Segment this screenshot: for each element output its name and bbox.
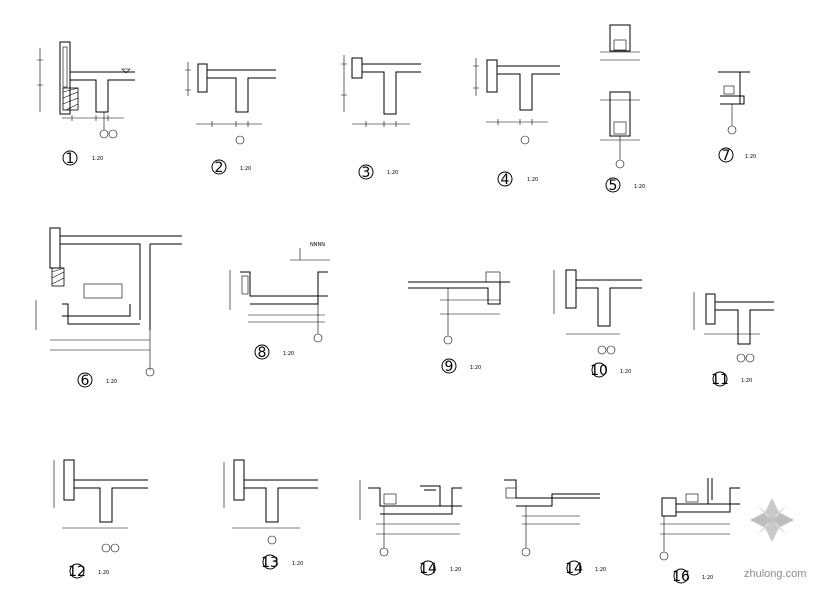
detail-8-number: 8 <box>258 345 267 361</box>
detail-3-label: 3 1:20 <box>358 164 398 181</box>
detail-16-drawing <box>659 478 740 561</box>
detail-13-number: 13 <box>261 555 279 571</box>
detail-13-scale: 1:20 <box>292 561 303 567</box>
detail-4-label: 4 1:20 <box>497 171 538 188</box>
detail-13-label: 13 1:20 <box>261 554 303 571</box>
detail-6-label: 6 1:20 <box>77 372 117 389</box>
watermark-text: zhulong.com <box>744 568 806 580</box>
detail-11-number: 11 <box>711 372 729 388</box>
detail-14b-drawing <box>504 479 600 557</box>
detail-12-number: 12 <box>68 564 86 580</box>
detail-4-number: 4 <box>501 172 510 188</box>
detail-14b-label: 14 1:20 <box>565 560 606 577</box>
detail-13-drawing <box>223 459 318 545</box>
detail-12-label: 12 1:20 <box>68 563 109 580</box>
detail-2-drawing <box>185 62 276 145</box>
detail-16-number: 16 <box>672 569 690 585</box>
detail-12-scale: 1:20 <box>98 570 109 576</box>
detail-2-label: 2 1:20 <box>211 159 251 176</box>
detail-2-scale: 1:20 <box>240 166 251 172</box>
detail-14a-label: 14 1:20 <box>419 560 461 577</box>
detail-7-label: 7 1:20 <box>718 147 756 164</box>
detail-14b-number: 14 <box>565 561 583 577</box>
detail-10-number: 10 <box>590 363 608 379</box>
detail-8-label: 8 1:20 <box>254 344 294 361</box>
detail-9-number: 9 <box>445 359 454 375</box>
detail-10-drawing <box>553 269 642 355</box>
detail-7-drawing <box>718 71 750 135</box>
detail-9-label: 9 1:20 <box>441 358 481 375</box>
detail-7-number: 7 <box>722 148 731 164</box>
detail-7-scale: 1:20 <box>745 154 756 160</box>
detail-3-number: 3 <box>362 165 371 181</box>
detail-12-drawing <box>53 459 148 553</box>
detail-5-number: 5 <box>609 178 618 194</box>
detail-6-drawing <box>35 227 182 377</box>
detail-14a-number: 14 <box>419 561 437 577</box>
detail-4-drawing <box>473 58 560 145</box>
detail-5-scale: 1:20 <box>634 184 645 190</box>
watermark-logo-icon <box>750 498 794 542</box>
detail-9-scale: 1:20 <box>470 365 481 371</box>
detail-11-scale: 1:20 <box>741 378 752 384</box>
detail-14a-scale: 1:20 <box>450 567 461 573</box>
detail-3-scale: 1:20 <box>387 170 398 176</box>
detail-1-scale: 1:20 <box>92 156 103 162</box>
detail-16-scale: 1:20 <box>702 575 713 581</box>
detail-6-number: 6 <box>81 373 90 389</box>
detail-1-number: 1 <box>66 151 75 167</box>
svg-text:NNNN: NNNN <box>310 242 325 248</box>
detail-5-label: 5 1:20 <box>605 177 645 194</box>
detail-2-number: 2 <box>215 160 224 176</box>
detail-8-drawing: NNNN <box>229 242 330 343</box>
detail-4-scale: 1:20 <box>527 177 538 183</box>
detail-1-drawing <box>37 41 135 139</box>
detail-11-label: 11 1:20 <box>711 371 752 388</box>
detail-1-label: 1 1:20 <box>62 150 103 167</box>
detail-10-scale: 1:20 <box>620 369 631 375</box>
detail-8-scale: 1:20 <box>283 351 294 357</box>
detail-3-drawing <box>341 55 421 127</box>
detail-5-drawing <box>600 24 640 169</box>
detail-11-drawing <box>693 292 774 363</box>
detail-6-scale: 1:20 <box>106 379 117 385</box>
detail-9-drawing <box>408 271 510 345</box>
detail-14b-scale: 1:20 <box>595 567 606 573</box>
detail-16-label: 16 1:20 <box>672 568 713 585</box>
detail-14a-drawing <box>359 480 462 557</box>
detail-10-label: 10 1:20 <box>590 362 631 379</box>
